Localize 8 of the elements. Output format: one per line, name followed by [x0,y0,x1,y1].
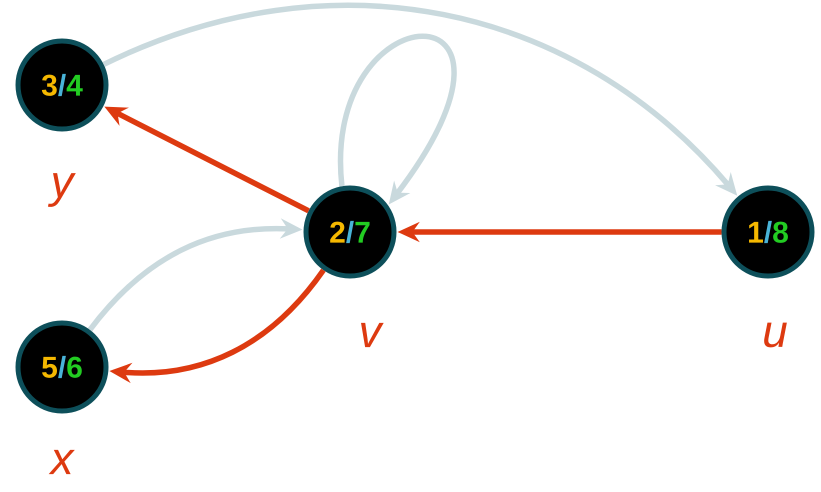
graph-vertex: 2/7 [304,186,396,278]
vertex-label: u [764,322,787,348]
graph-vertex: 5/6 [16,320,108,414]
graph-vertex: 3/4 [16,38,108,132]
vertex-label: v [361,322,384,348]
vertex-label: x [48,450,75,474]
vertex-label: y [48,173,76,207]
graph-vertex: 1/8 [722,186,814,278]
